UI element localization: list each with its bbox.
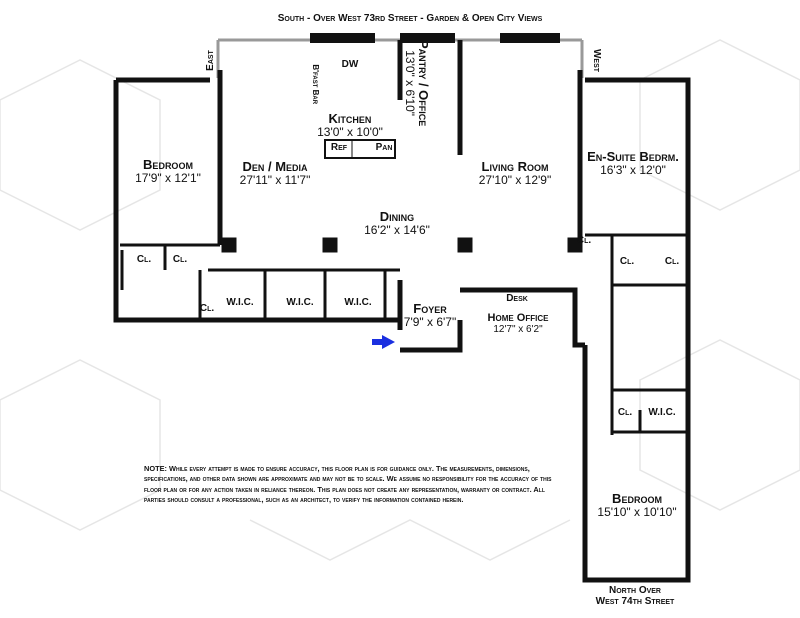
walk-in-closet-label: W.I.C.: [344, 297, 372, 308]
walk-in-closet-label: W.I.C.: [226, 297, 254, 308]
dishwasher-label: DW: [341, 59, 359, 70]
disclaimer-note: NOTE: While every attempt is made to ens…: [144, 464, 552, 505]
south-label: South - Over West 73rd Street - Garden &…: [277, 13, 543, 24]
refrigerator-label: Ref: [330, 142, 348, 153]
desk-label: Desk: [506, 293, 528, 304]
closet-label: Cl.: [664, 256, 680, 267]
west-label: West: [591, 48, 603, 73]
closet-label: Cl.: [172, 254, 188, 265]
breakfast-bar-label: B'fast Bar: [311, 64, 321, 105]
east-label: East: [204, 50, 216, 71]
closet-label: Cl.: [199, 303, 215, 314]
entry-arrow: [372, 335, 395, 349]
closet-label: Cl.: [619, 256, 635, 267]
closet-label: Cl.: [576, 235, 592, 246]
closet-label: Cl.: [136, 254, 152, 265]
walk-in-closet-label: W.I.C.: [286, 297, 314, 308]
background-pattern: [0, 39, 800, 561]
pantry-cabinet-label: Pan: [375, 142, 393, 153]
walls: [113, 33, 691, 583]
closet-label: Cl.: [617, 407, 633, 418]
ensuite-label: En-Suite Bedrm.16'3" x 12'0": [587, 149, 679, 177]
walk-in-closet-label: W.I.C.: [648, 407, 676, 418]
